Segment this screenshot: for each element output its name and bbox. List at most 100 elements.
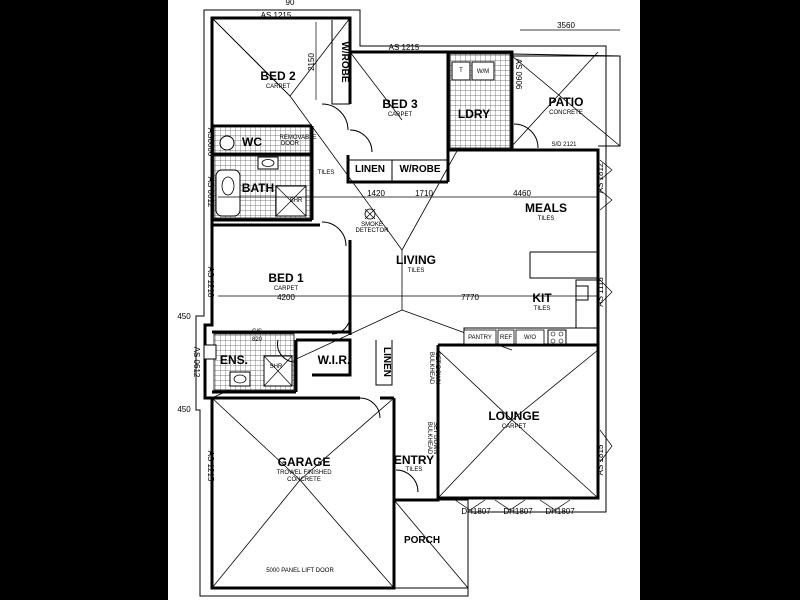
room-wc-name: WC — [242, 135, 262, 149]
room-ldry-name: LDRY — [458, 107, 490, 121]
room-bed3-name: BED 3 — [382, 97, 418, 111]
door-swing-icon — [331, 315, 351, 335]
basin-icon — [257, 156, 279, 170]
bulkhead2-label-2: SET DOWN — [432, 422, 438, 454]
washing-machine-icon — [471, 61, 495, 81]
bed2-depth-dimension: 2150 — [307, 53, 316, 71]
room-porch-name: PORCH — [404, 535, 440, 546]
bulkhead-label-2: SET DOWN — [434, 352, 440, 384]
room-kit-floor: TILES — [534, 306, 551, 312]
fixture-labels: LINEN W/ROBE W/ROBE LINEN REMOVABLE DOOR… — [252, 41, 577, 574]
toilet-icon — [219, 135, 235, 151]
dimension-labels: 90 AS 1215 AS 1215 3560 AS 0906 2150 142… — [177, 0, 605, 516]
right-meals-window-label: AS 1812 — [596, 162, 605, 193]
laundry-tub-icon — [451, 61, 471, 81]
overall-right-dimension: 3560 — [557, 21, 575, 30]
room-garage-name: GARAGE — [278, 455, 331, 469]
room-meals-floor: TILES — [538, 216, 555, 222]
door-swing-icon — [513, 123, 539, 149]
room-entry-name: ENTRY — [394, 453, 434, 467]
basin-icon — [229, 371, 251, 387]
door-swing-icon — [321, 221, 347, 247]
pantry-label: PANTRY — [468, 335, 492, 341]
door-swing-icon — [395, 469, 419, 493]
linen-cupboard-label: LINEN — [355, 164, 385, 175]
bathtub-icon — [215, 169, 241, 217]
bed2-robe-label: W/ROBE — [339, 41, 350, 82]
room-meals-name: MEALS — [525, 201, 567, 215]
exterior-walls — [195, 9, 621, 597]
room-kit-name: KIT — [532, 291, 552, 305]
windows — [454, 159, 613, 511]
lounge-window-2-label: DH1807 — [503, 507, 533, 516]
removable-door-label-1: REMOVABLE — [280, 135, 317, 141]
hall-dimension-1710: 1710 — [415, 189, 433, 198]
room-bed1-floor: CARPET — [274, 286, 299, 292]
door-swing-icon — [321, 103, 349, 131]
door-swings — [277, 103, 539, 493]
bed3-window-label: AS 1215 — [389, 43, 420, 52]
left-bath-window-label: AS 0612 — [206, 177, 215, 208]
hall-linen-label: LINEN — [381, 347, 392, 377]
ens-shower-label: SHR — [270, 364, 283, 370]
left-ens-window-label: AS 0612 — [192, 347, 201, 378]
cs-label: C/S — [252, 329, 262, 335]
room-patio-floor: CONCRETE — [549, 110, 583, 116]
bed2-window-label: AS 1215 — [261, 11, 292, 20]
offset-upper-dimension: 450 — [177, 312, 191, 321]
door-swing-icon — [349, 129, 373, 153]
room-lounge-name: LOUNGE — [488, 409, 539, 423]
room-bed2-name: BED 2 — [260, 69, 296, 83]
room-bed2-floor: CARPET — [266, 84, 291, 90]
sanitary-fixtures — [203, 61, 589, 387]
removable-door-label-2: DOOR — [281, 141, 300, 147]
room-entry-floor: TILES — [406, 467, 423, 473]
hall-dimension-1420: 1420 — [367, 189, 385, 198]
cooktop-icon — [547, 329, 567, 345]
room-bath-name: BATH — [242, 181, 274, 195]
smoke-detector-label-1: SMOKE — [361, 222, 383, 228]
lounge-window-1-label: DH1807 — [461, 507, 491, 516]
left-bed1-window-label: AS 1218 — [206, 267, 215, 298]
room-living-floor: TILES — [408, 268, 425, 274]
smoke-detector-label-2: DETECTOR — [356, 228, 390, 234]
bath-shower-label: SHR — [290, 198, 303, 204]
toilet-icon — [203, 344, 217, 360]
meals-dimension-4460: 4460 — [513, 189, 531, 198]
room-lounge-floor: CARPET — [502, 424, 527, 430]
bulkhead2-label-1: BULKHEAD — [426, 422, 432, 455]
room-living-name: LIVING — [396, 253, 436, 267]
ldry-window-label: AS 0906 — [514, 59, 523, 90]
room-garage-floor-line2: CONCRETE — [287, 477, 321, 483]
room-patio-name: PATIO — [549, 95, 584, 109]
tub-label: T — [459, 68, 463, 74]
bed3-robe-label: W/ROBE — [399, 164, 440, 175]
right-kit-window-label: AS 1115 — [596, 277, 605, 307]
wall-oven-label: W/O — [524, 335, 536, 341]
hall-tiles-label: TILES — [318, 170, 335, 176]
room-bed1-name: BED 1 — [268, 271, 304, 285]
sliding-door-label: S/D 2121 — [551, 142, 577, 148]
garage-door-label: 5000 PANEL LIFT DOOR — [266, 568, 334, 574]
washing-machine-label: W/M — [477, 69, 489, 75]
room-wir-name: W.I.R. — [318, 353, 351, 367]
left-garage-window-label: AS 1215 — [206, 451, 215, 482]
cs-dimension-label: 820 — [252, 337, 263, 343]
lounge-window-3-label: DH1807 — [545, 507, 575, 516]
smoke-detector-icon — [364, 208, 376, 220]
fridge-label: REF — [500, 335, 512, 341]
living-dimension-7770: 7770 — [461, 293, 479, 302]
bulkhead-label-1: BULKHEAD — [428, 352, 434, 385]
door-swing-icon — [359, 397, 381, 419]
bed1-dimension-4200: 4200 — [277, 293, 295, 302]
right-lounge-window-label: AS 1815 — [596, 444, 605, 475]
left-wc-window-label: AS0606 — [206, 128, 215, 157]
room-ens-name: ENS. — [220, 353, 248, 367]
door-swing-icon — [277, 339, 297, 363]
room-labels: BED 2 CARPET BED 3 CARPET LDRY PATIO CON… — [220, 69, 583, 546]
offset-lower-dimension: 450 — [177, 405, 191, 414]
top-dimension-label: 90 — [286, 0, 295, 7]
dimension-lines — [218, 22, 620, 297]
sink-icon — [575, 285, 589, 301]
